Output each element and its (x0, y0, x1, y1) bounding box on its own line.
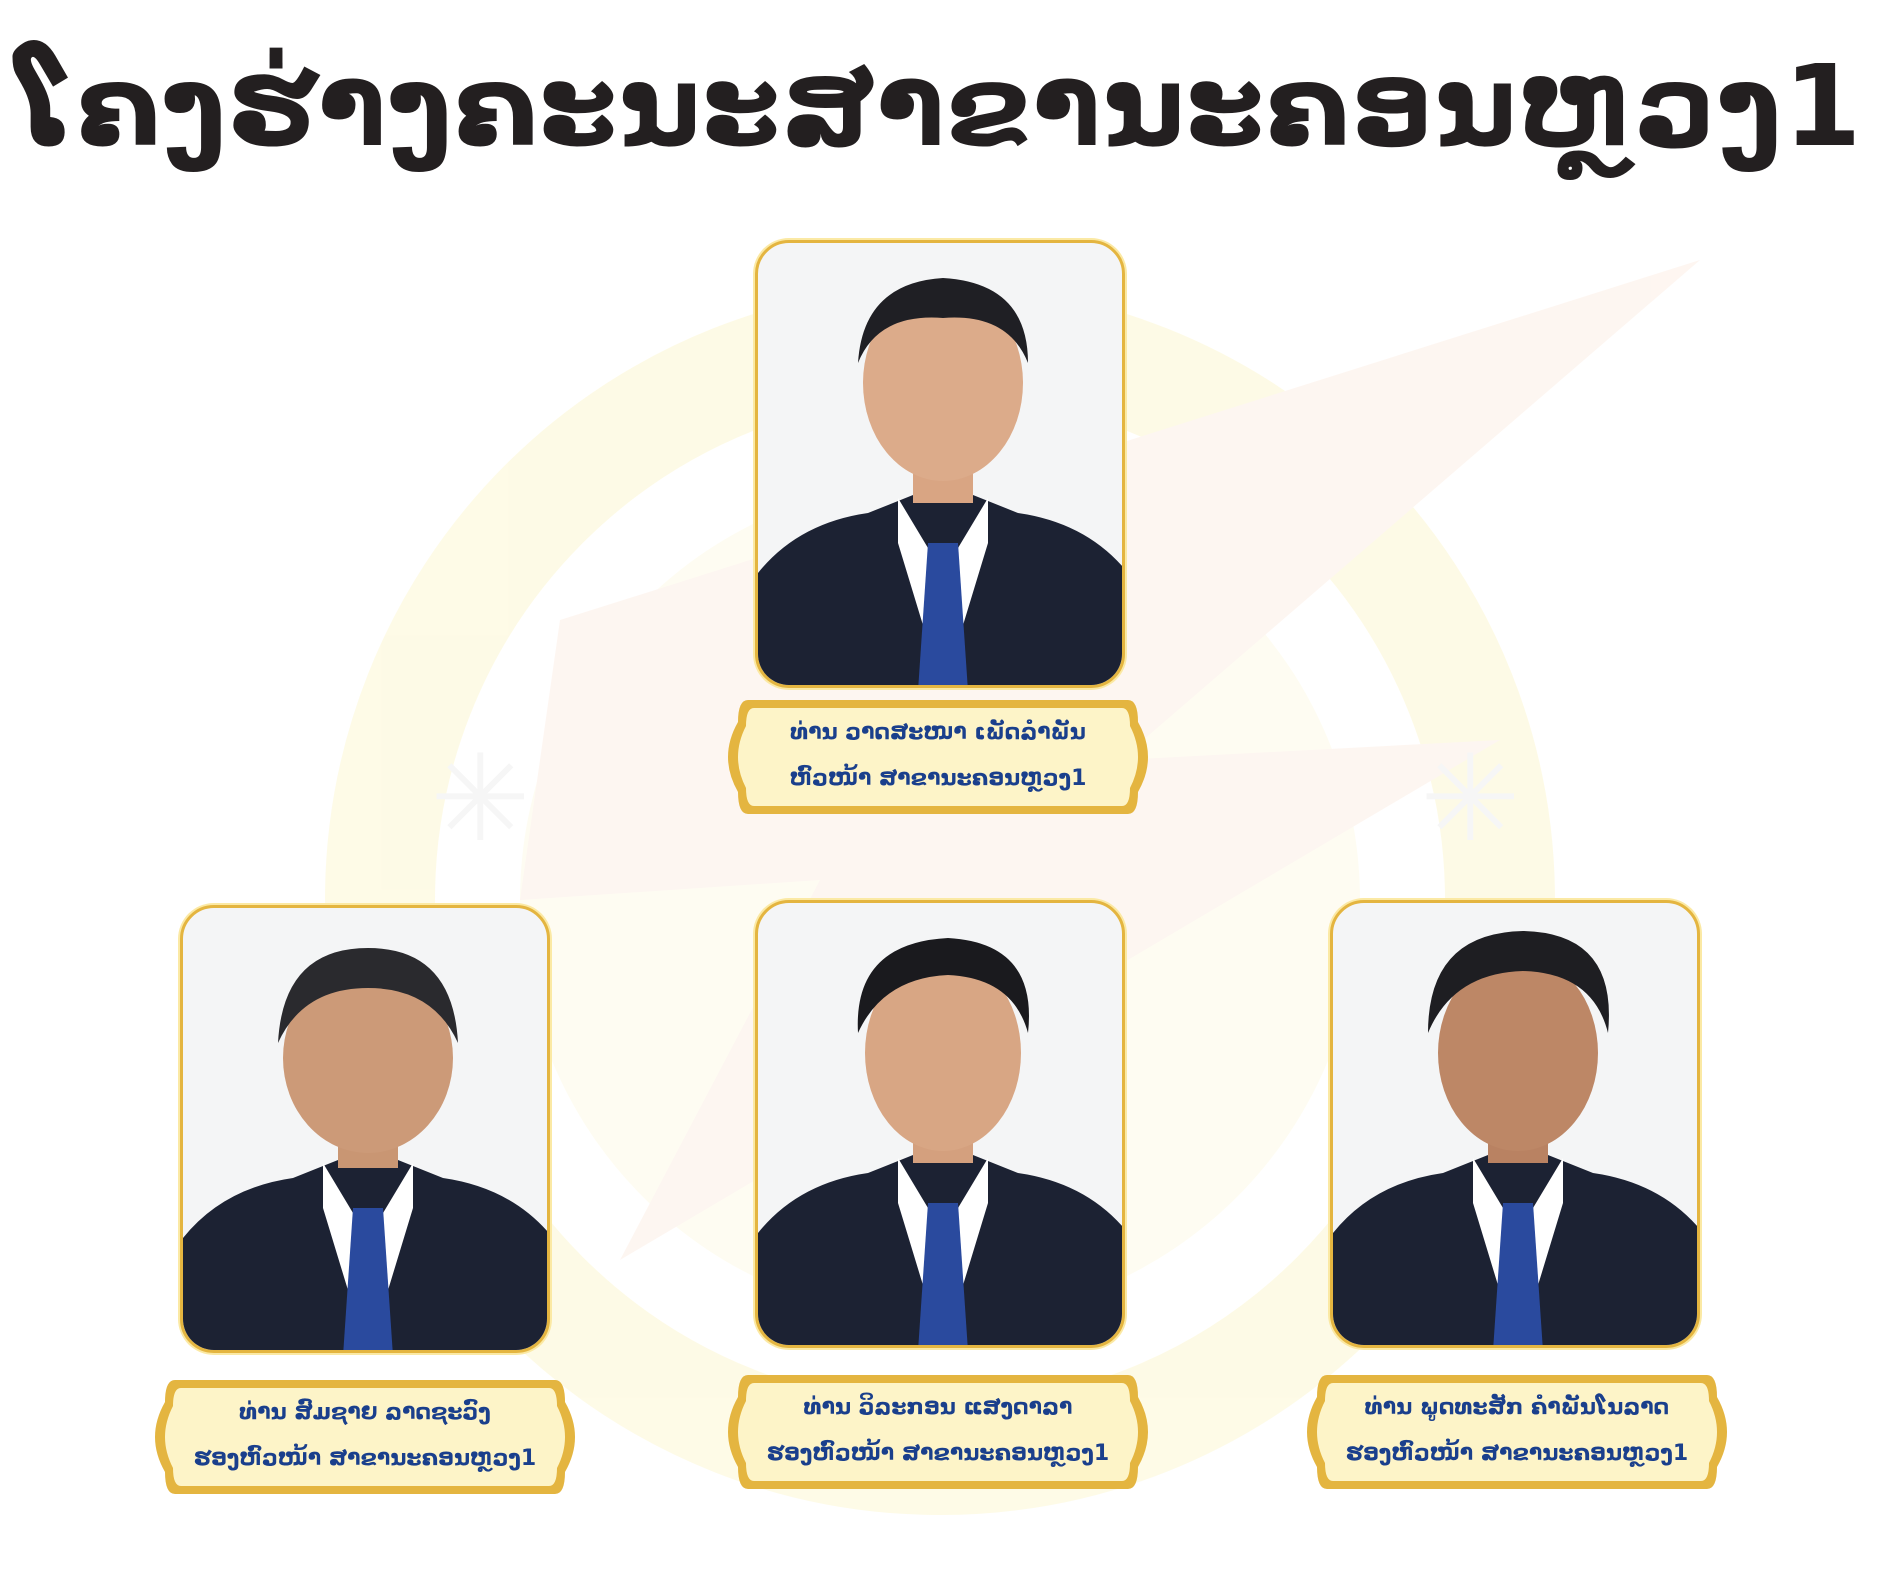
name-plate: ທ່ານ ພູດທະສັກ ຄຳພັນໂນລາດ ຮອງຫົວໜ້າ ສາຂານ… (1297, 1367, 1737, 1497)
person-silhouette-icon (1333, 931, 1697, 1345)
member-name: ທ່ານ ວາດສະໜາ ເພັດລຳພັນ (790, 720, 1086, 745)
member-name: ທ່ານ ສົມຊາຍ ລາດຊະວົງ (239, 1400, 491, 1425)
member-position: ຫົວໜ້າ ສາຂານະຄອນຫຼວງ1 (789, 766, 1087, 791)
member-name: ທ່ານ ວິລະກອນ ແສງດາລາ (803, 1395, 1073, 1420)
portrait-photo (1330, 900, 1700, 1348)
member-name: ທ່ານ ພູດທະສັກ ຄຳພັນໂນລາດ (1364, 1395, 1670, 1420)
portrait-photo (755, 900, 1125, 1348)
portrait-photo (755, 240, 1125, 688)
name-plate: ທ່ານ ສົມຊາຍ ລາດຊະວົງ ຮອງຫົວໜ້າ ສາຂານະຄອນ… (145, 1372, 585, 1502)
person-silhouette-icon (758, 938, 1122, 1345)
page-title: ໂຄງຮ່າງຄະນະສາຂານະຄອນຫຼວງ1 (16, 42, 1864, 172)
person-silhouette-icon (183, 948, 547, 1350)
name-plate: ທ່ານ ວິລະກອນ ແສງດາລາ ຮອງຫົວໜ້າ ສາຂານະຄອນ… (718, 1367, 1158, 1497)
portrait-photo (180, 905, 550, 1353)
svg-text:✳: ✳ (1420, 730, 1521, 869)
name-plate: ທ່ານ ວາດສະໜາ ເພັດລຳພັນ ຫົວໜ້າ ສາຂານະຄອນຫ… (718, 692, 1158, 822)
member-position: ຮອງຫົວໜ້າ ສາຂານະຄອນຫຼວງ1 (1345, 1441, 1689, 1466)
person-silhouette-icon (758, 278, 1122, 685)
member-position: ຮອງຫົວໜ້າ ສາຂານະຄອນຫຼວງ1 (193, 1446, 537, 1471)
member-position: ຮອງຫົວໜ້າ ສາຂານະຄອນຫຼວງ1 (766, 1441, 1110, 1466)
svg-text:✳: ✳ (430, 730, 531, 869)
